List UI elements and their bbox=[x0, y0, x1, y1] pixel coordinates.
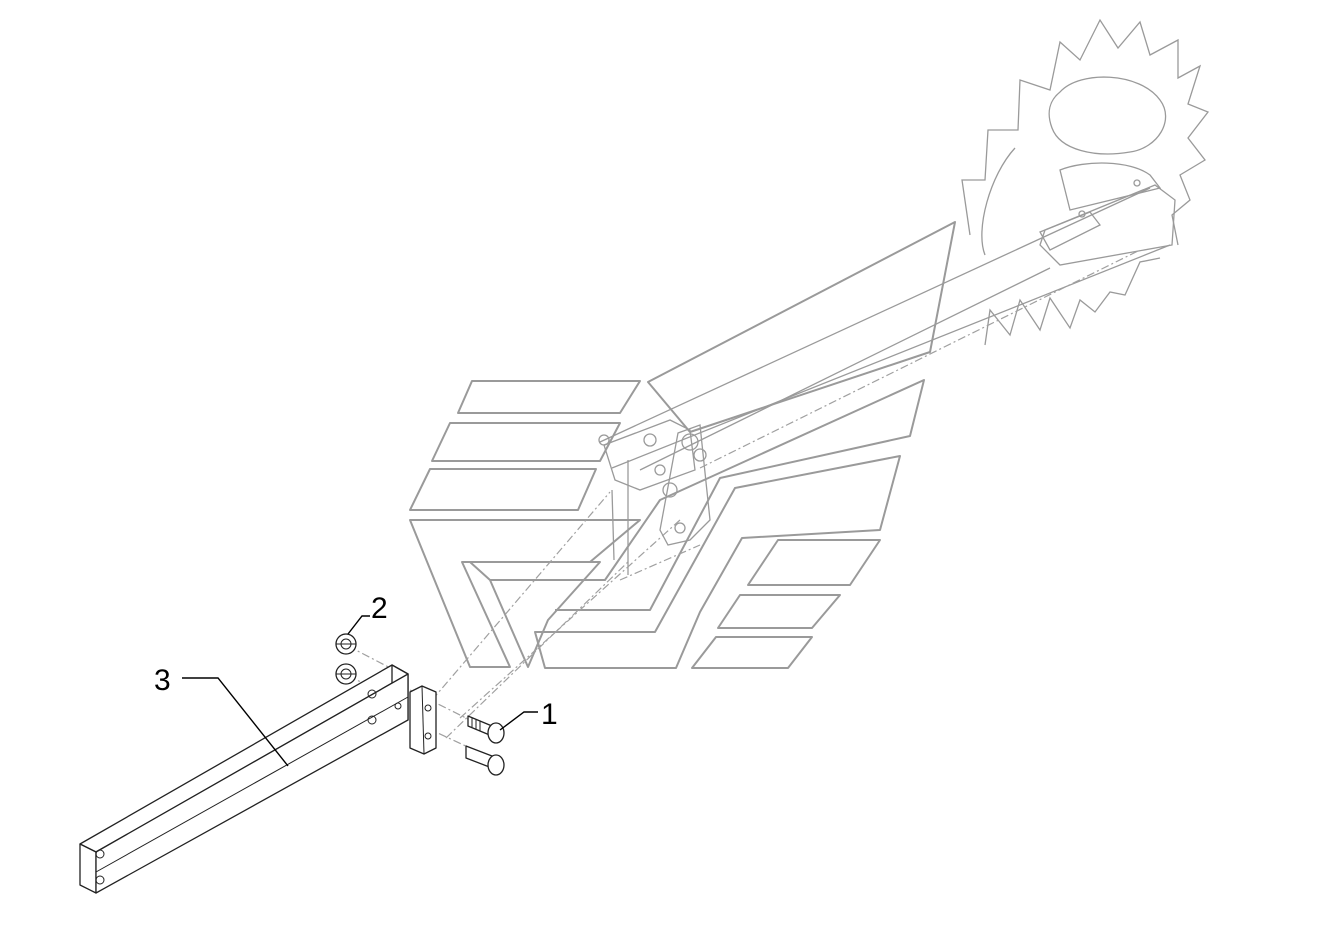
bolt-lower bbox=[465, 745, 505, 776]
part-2-nuts bbox=[335, 633, 357, 685]
nut-upper bbox=[335, 633, 357, 655]
ghost-stripes-lower-right bbox=[691, 539, 881, 669]
callout-leaders bbox=[182, 615, 538, 767]
callout-labels: 1 2 3 bbox=[154, 592, 558, 731]
leader-2 bbox=[347, 615, 370, 635]
ghost-boom-bar bbox=[599, 187, 1171, 471]
leader-1 bbox=[499, 711, 538, 731]
bolt-upper bbox=[467, 715, 505, 744]
part-1-bolts bbox=[465, 715, 505, 776]
ghost-rotor-wheel bbox=[961, 18, 1210, 346]
spacer-plate bbox=[409, 685, 437, 755]
callout-1: 1 bbox=[541, 698, 558, 731]
callout-2: 2 bbox=[371, 592, 388, 625]
nut-lower bbox=[335, 663, 357, 685]
part-3-flat-bar bbox=[79, 664, 409, 894]
ghost-assembly bbox=[409, 18, 1210, 669]
ghost-chevron-frame bbox=[409, 221, 956, 669]
callout-3: 3 bbox=[154, 664, 171, 697]
leader-3 bbox=[182, 677, 289, 767]
ghost-mount-bracket bbox=[598, 419, 711, 575]
assembly-centerlines bbox=[347, 249, 1141, 749]
ghost-stripes-upper-left bbox=[409, 380, 641, 511]
